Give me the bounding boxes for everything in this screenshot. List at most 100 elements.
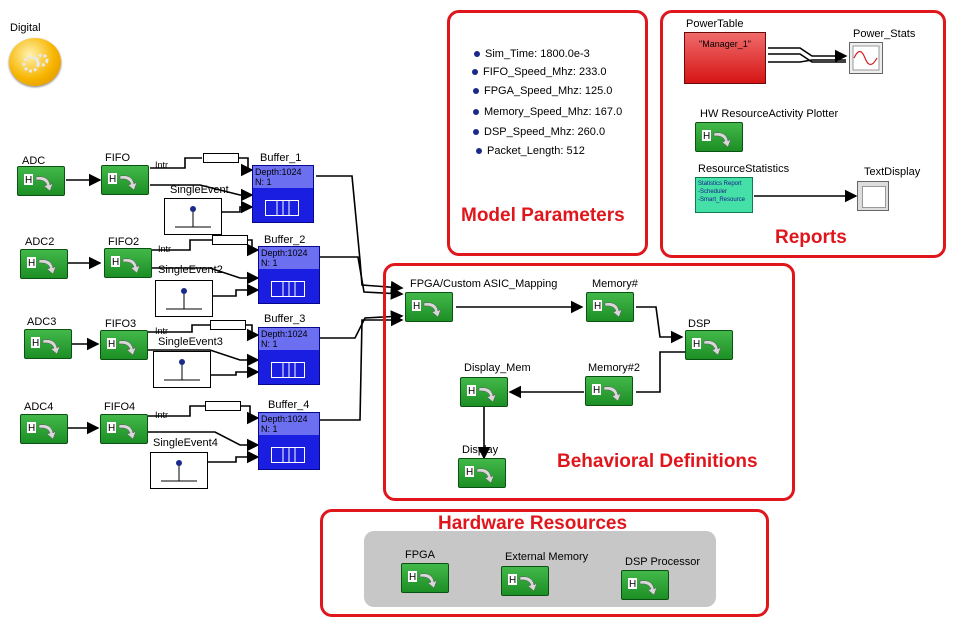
behavioral-definitions-title: Behavioral Definitions (557, 451, 758, 472)
impulse-icon (175, 206, 211, 228)
adc-block[interactable]: H (20, 249, 68, 279)
parameter-item[interactable]: Packet_Length: 512 (476, 145, 585, 157)
dsp-block[interactable]: H (685, 330, 733, 360)
single-event-label: SingleEvent4 (153, 437, 218, 449)
svg-text:H: H (413, 301, 420, 312)
queue-icon (271, 281, 305, 297)
block-arrow-icon: H (592, 384, 622, 402)
fifo-label: FIFO3 (105, 318, 137, 330)
queue-icon (271, 447, 305, 463)
parameter-item[interactable]: Memory_Speed_Mhz: 167.0 (473, 106, 622, 118)
block-arrow-icon: H (108, 173, 138, 191)
hw-external-memory-block[interactable]: H (501, 566, 549, 596)
display-block[interactable]: H (458, 458, 506, 488)
svg-text:H: H (112, 257, 119, 268)
fpga-mapping-label: FPGA/Custom ASIC_Mapping (410, 278, 558, 290)
buffer-block[interactable]: Depth:1024 N: 1 (258, 327, 320, 385)
intr-block[interactable] (210, 320, 246, 330)
buffer-n: N: 1 (261, 424, 278, 434)
buffer-label: Buffer_2 (264, 234, 306, 246)
impulse-icon (166, 288, 202, 310)
svg-text:H: H (108, 423, 115, 434)
power-stats-label: Power_Stats (853, 28, 916, 40)
hw-plotter-block[interactable]: H (695, 122, 743, 152)
single-event-block[interactable] (150, 452, 208, 489)
svg-text:H: H (28, 423, 35, 434)
queue-icon (271, 362, 305, 378)
buffer-depth: Depth:1024 (255, 167, 302, 177)
svg-text:H: H (466, 467, 473, 478)
memory2-label: Memory#2 (588, 362, 640, 374)
fpga-mapping-block[interactable]: H (405, 292, 453, 322)
svg-text:H: H (593, 385, 600, 396)
queue-icon (265, 200, 299, 216)
intr-label: Intr (155, 326, 169, 336)
buffer-block[interactable]: Depth:1024 N: 1 (258, 412, 320, 470)
adc-block[interactable]: H (24, 329, 72, 359)
parameter-item[interactable]: FPGA_Speed_Mhz: 125.0 (473, 85, 612, 97)
intr-block[interactable] (205, 401, 241, 411)
svg-text:H: H (693, 339, 700, 350)
gear-icon (22, 53, 49, 73)
power-table-label: PowerTable (686, 18, 744, 30)
fifo-block[interactable]: H (104, 248, 152, 278)
hw-external-memory-label: External Memory (505, 551, 589, 563)
adc-label: ADC3 (27, 316, 57, 328)
svg-text:H: H (594, 301, 601, 312)
buffer-label: Buffer_1 (260, 152, 302, 164)
fifo-block[interactable]: H (100, 414, 148, 444)
model-parameters-title: Model Parameters (461, 205, 625, 226)
block-arrow-icon: H (111, 256, 141, 274)
stats-line: -Scheduler (698, 189, 728, 195)
single-event-block[interactable] (155, 280, 213, 317)
power-table-block[interactable]: "Manager_1" (684, 32, 766, 84)
power-stats-block[interactable] (849, 42, 883, 74)
hw-dsp-processor-block[interactable]: H (621, 570, 669, 600)
block-arrow-icon: H (692, 338, 722, 356)
parameter-item[interactable]: DSP_Speed_Mhz: 260.0 (473, 126, 605, 138)
intr-label: Intr (155, 160, 169, 170)
resource-statistics-block[interactable]: Statistics Report -Scheduler -Smart_Reso… (695, 177, 753, 213)
memory2-block[interactable]: H (585, 376, 633, 406)
fifo-label: FIFO2 (108, 236, 140, 248)
hw-fpga-block[interactable]: H (401, 563, 449, 593)
buffer-block[interactable]: Depth:1024 N: 1 (258, 246, 320, 304)
block-arrow-icon: H (31, 337, 61, 355)
intr-block[interactable] (212, 235, 248, 245)
single-event-block[interactable] (164, 198, 222, 235)
reports-region (660, 10, 946, 258)
behavioral-definitions-region (383, 263, 795, 501)
text-display-block[interactable] (857, 181, 889, 211)
memory-label: Memory# (592, 278, 638, 290)
svg-text:H: H (28, 258, 35, 269)
stats-line: -Smart_Resource (698, 197, 746, 203)
fifo-block[interactable]: H (101, 165, 149, 195)
adc-block[interactable]: H (17, 166, 65, 196)
memory-block[interactable]: H (586, 292, 634, 322)
block-arrow-icon: H (27, 422, 57, 440)
svg-text:H: H (509, 575, 516, 586)
fifo-label: FIFO (105, 152, 131, 164)
impulse-icon (164, 359, 200, 381)
digital-domain-icon[interactable] (9, 38, 61, 86)
digital-label: Digital (10, 22, 41, 34)
buffer-block[interactable]: Depth:1024 N: 1 (252, 165, 314, 223)
buffer-depth: Depth:1024 (261, 329, 308, 339)
svg-text:H: H (25, 175, 32, 186)
block-arrow-icon: H (408, 571, 438, 589)
adc-block[interactable]: H (20, 414, 68, 444)
single-event-label: SingleEvent3 (158, 336, 223, 348)
fifo-block[interactable]: H (100, 330, 148, 360)
reports-title: Reports (775, 227, 847, 248)
parameter-item[interactable]: FIFO_Speed_Mhz: 233.0 (472, 66, 607, 78)
parameter-item[interactable]: Sim_Time: 1800.0e-3 (474, 48, 590, 60)
hw-dsp-processor-label: DSP Processor (625, 556, 700, 568)
adc-label: ADC2 (25, 236, 55, 248)
block-arrow-icon: H (412, 300, 442, 318)
display-mem-block[interactable]: H (460, 377, 508, 407)
impulse-icon (161, 460, 197, 482)
intr-block[interactable] (203, 153, 239, 163)
single-event-block[interactable] (153, 351, 211, 388)
adc-label: ADC4 (24, 401, 54, 413)
svg-text:H: H (32, 338, 39, 349)
